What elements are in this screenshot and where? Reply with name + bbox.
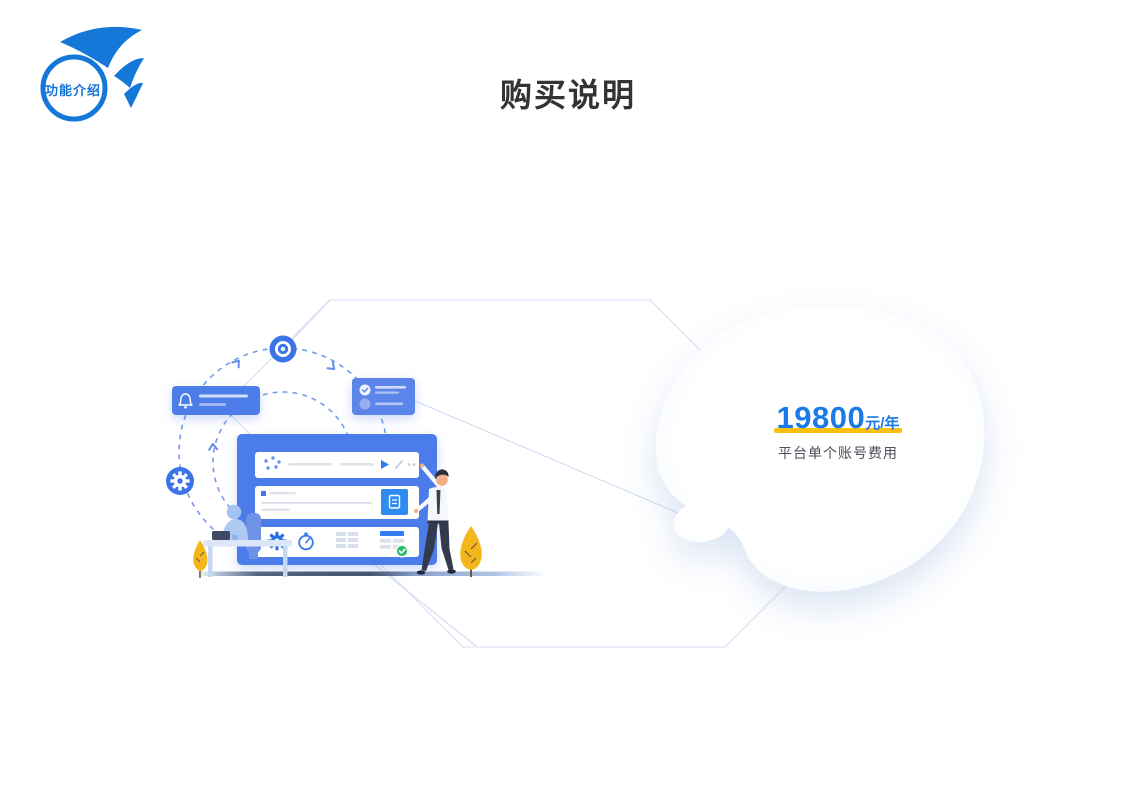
report-table-icon <box>380 531 409 558</box>
price-highlight-bar <box>773 428 903 433</box>
satellite-blob <box>673 501 730 543</box>
price-blob <box>655 306 985 592</box>
document-button-icon <box>381 489 408 515</box>
bell-icon <box>178 393 193 409</box>
logo <box>40 26 144 122</box>
comet-swoosh-icon <box>60 26 144 108</box>
grid-table-icon <box>336 532 358 548</box>
orbit-arrows <box>208 359 336 451</box>
checklist-card <box>352 378 415 415</box>
chair <box>246 513 261 553</box>
laptop <box>212 531 230 540</box>
price-block: 19800元/年 平台单个账号费用 <box>738 402 938 463</box>
flow-dots-icon <box>264 456 281 470</box>
gear-badge-icon <box>166 467 194 495</box>
check-icon <box>359 384 371 396</box>
logo-label: 功能介绍 <box>44 83 101 98</box>
price-unit: 元/年 <box>865 415 900 432</box>
more-dots-icon <box>407 463 416 466</box>
price-description: 平台单个账号费用 <box>778 445 898 461</box>
sitting-person-desk <box>203 504 292 577</box>
notification-card <box>172 386 260 415</box>
target-icon <box>269 335 297 363</box>
standing-person <box>413 463 456 575</box>
tree-right <box>460 526 482 577</box>
stopwatch-icon <box>298 532 314 551</box>
pencil-icon <box>395 460 403 469</box>
tree-left <box>193 540 208 578</box>
desk <box>203 540 292 547</box>
dashboard-panel <box>237 434 437 565</box>
page-title: 购买说明 <box>499 77 636 113</box>
price-amount-row: 19800元/年 <box>773 400 903 435</box>
sitting-person-head <box>226 504 242 520</box>
ground-line <box>195 571 548 576</box>
green-check-icon <box>395 544 409 558</box>
play-icon <box>381 460 389 469</box>
price-amount: 19800 <box>776 400 866 435</box>
